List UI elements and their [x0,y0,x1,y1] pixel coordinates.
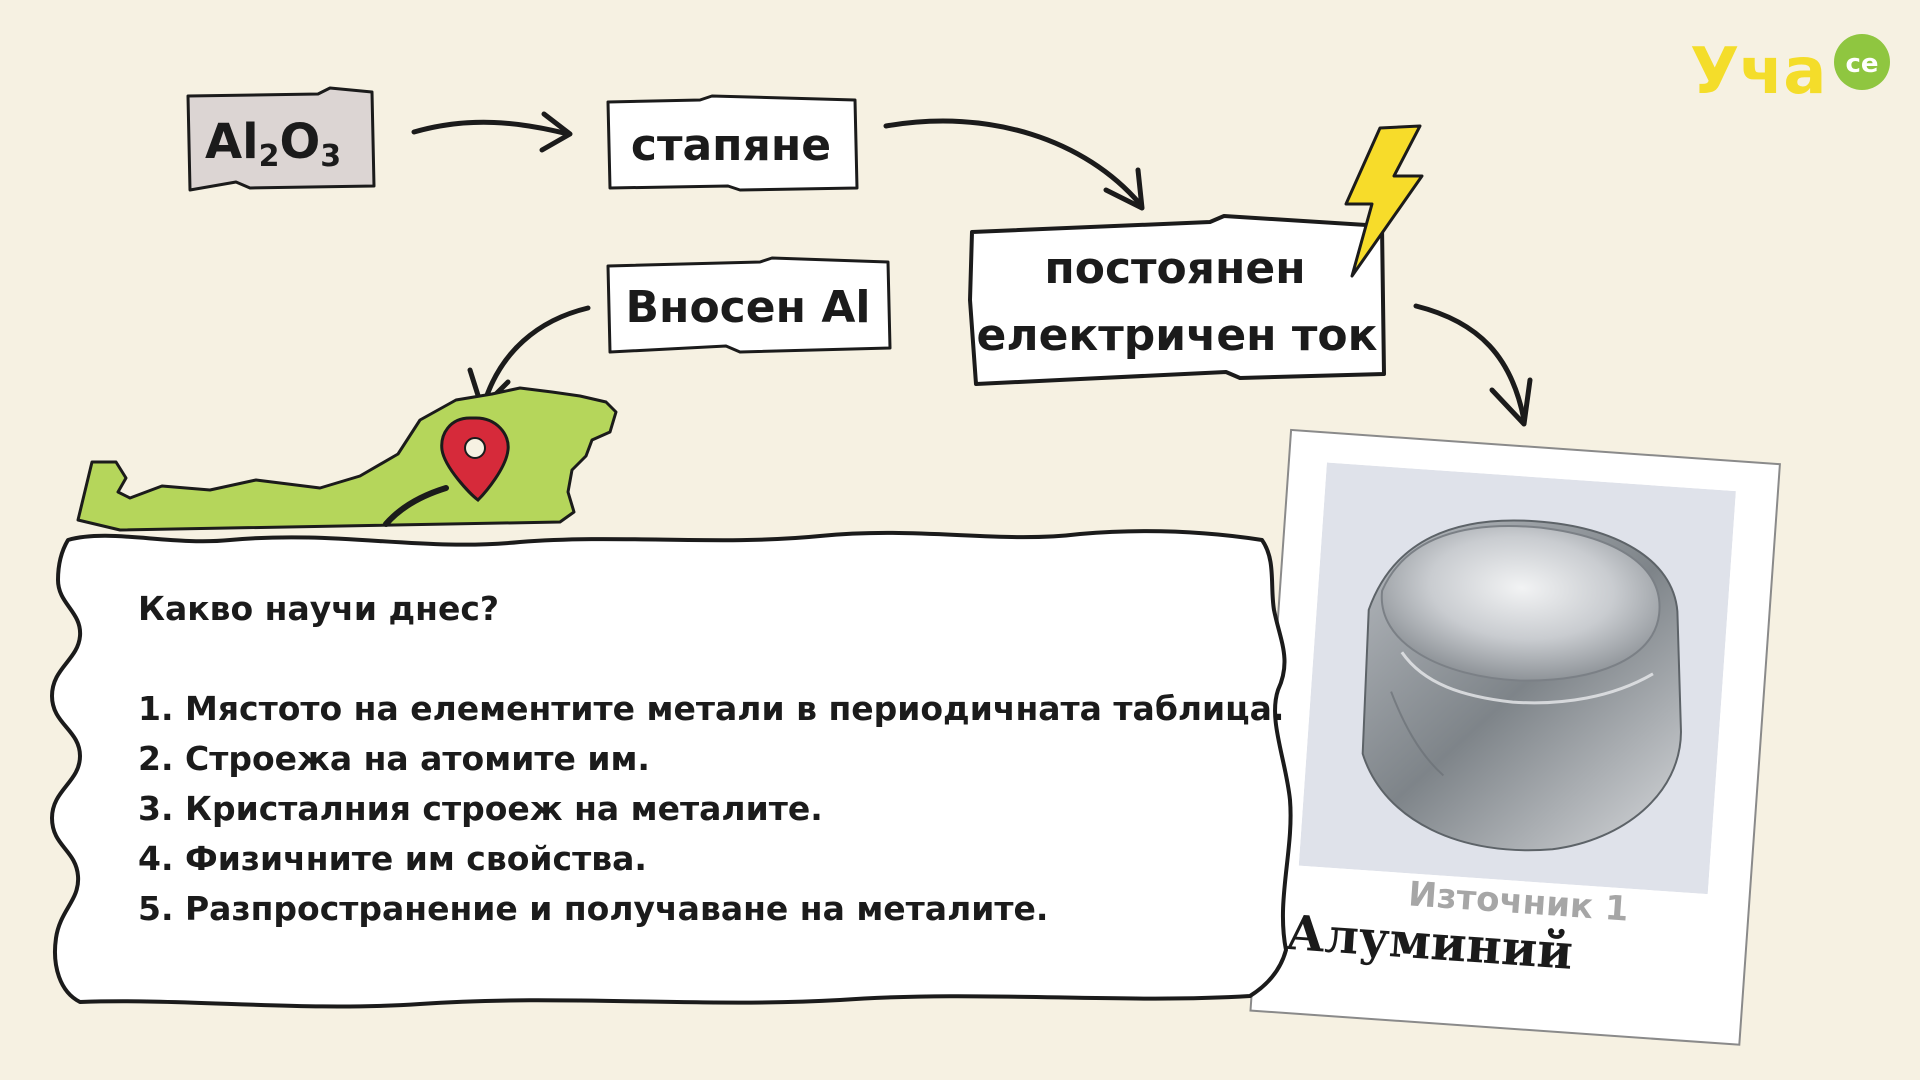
lightning-bolt-icon [1344,124,1424,278]
aluminum-photo [1298,462,1736,895]
imported-box: Вносен Al [606,256,892,354]
arrow-melting-to-current [883,118,1145,211]
compound-formula: Al2O3 [205,114,341,174]
logo-badge [1834,34,1890,90]
logo-suffix-text: се [1845,49,1878,79]
summary-text: Какво научи днес? 1. Мястото на елементи… [138,584,1285,934]
aluminum-photo-card: Източник 1 Алуминий [1249,428,1781,1046]
summary-item: 3. Кристалния строеж на металите. [138,789,823,828]
arrow-current-to-aluminum [1413,303,1533,427]
map-line [383,485,449,527]
summary-card [50,529,1293,1009]
uchase-logo[interactable]: Уча се [1690,34,1890,109]
location-pin-icon [440,416,510,502]
summary-item: 4. Физичните им свойства. [138,839,647,878]
melting-box: стапяне [606,94,859,192]
logo-brand-text: Уча [1690,35,1826,109]
compound-box: Al2O3 [186,86,376,192]
melting-label: стапяне [631,120,831,171]
arrow-compound-to-melting [411,111,573,153]
summary-item: 1. Мястото на елементите метали в период… [138,689,1285,728]
current-box: постоянен електричен ток [968,214,1386,386]
imported-label: Вносен Al [626,282,871,333]
summary-item: 2. Строежа на атомите им. [138,739,650,778]
current-label-line1: постоянен [1044,243,1305,294]
summary-question: Какво научи днес? [138,589,500,628]
summary-list: 1. Мястото на елементите метали в период… [138,684,1285,934]
current-label-line2: електричен ток [977,310,1378,361]
country-map [76,386,618,532]
summary-item: 5. Разпространение и получаване на метал… [138,889,1049,928]
